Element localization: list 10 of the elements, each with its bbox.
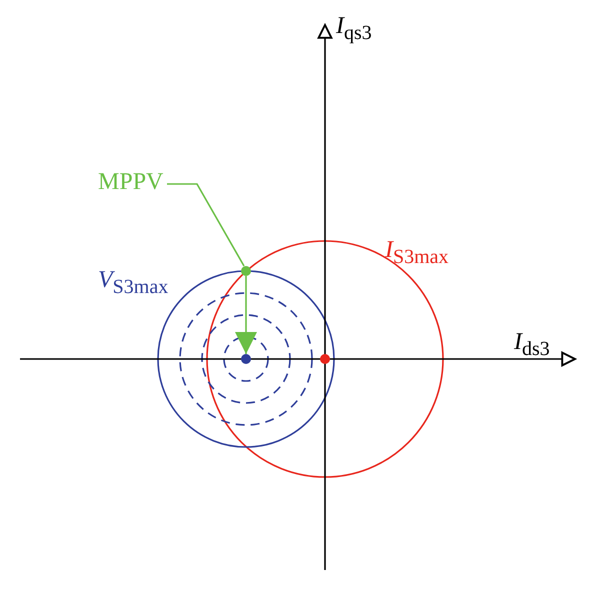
circle-label: I$_{S3max}$ [385,238,449,267]
point-marker [241,354,251,364]
axis-label: I$_{ds3}$ [514,330,550,359]
axis-label: I$_{qs3}$ [336,14,372,43]
callout-label: MPPV [98,170,164,194]
arrow [235,276,257,354]
leader-line [167,183,245,266]
circle-label: V$_{S3max}$ [98,268,168,297]
point-marker [241,266,251,276]
point-marker [320,354,330,364]
